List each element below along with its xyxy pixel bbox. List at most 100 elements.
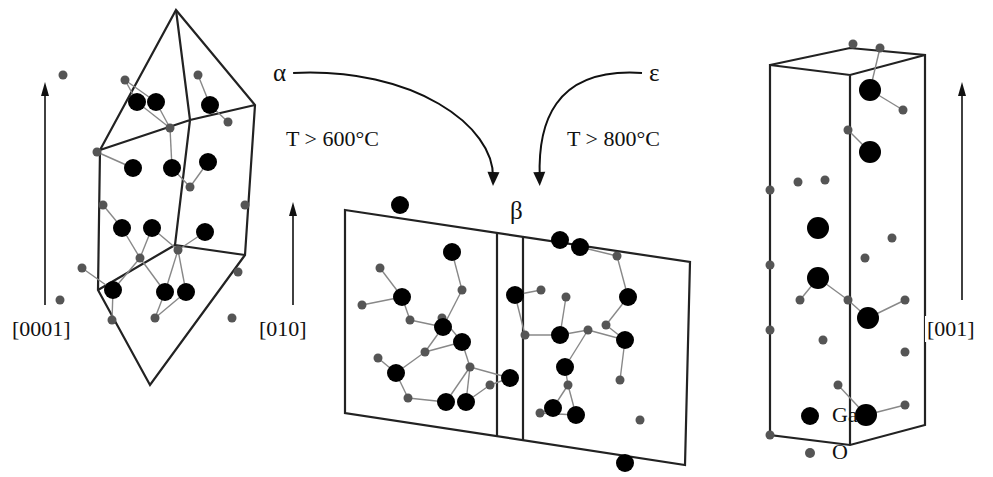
cell-outline [98, 10, 255, 385]
o-atom [636, 416, 645, 425]
o-atom [224, 118, 233, 127]
ga-atom [807, 267, 829, 289]
cell-edges [497, 233, 523, 441]
ga-atom [551, 326, 569, 344]
ga-atom [544, 399, 562, 417]
ga-atom [443, 243, 461, 261]
o-atom [899, 106, 908, 115]
axis-label: [0001] [10, 316, 73, 342]
o-atom [174, 246, 183, 255]
o-atom [819, 336, 828, 345]
o-atom [562, 293, 571, 302]
ga-atom [453, 333, 471, 351]
ga-atom [434, 318, 452, 336]
ga-atom [501, 369, 519, 387]
o-atom [536, 409, 545, 418]
o-atom [821, 176, 830, 185]
o-atom [537, 286, 546, 295]
o-atom [834, 381, 843, 390]
ga-atom [387, 364, 405, 382]
o-atom [228, 314, 237, 323]
o-atom [56, 296, 65, 305]
cell-outline [345, 210, 690, 465]
o-atom [376, 264, 385, 273]
beta-atoms [358, 196, 645, 472]
ga-atom [457, 393, 475, 411]
alpha-atoms [56, 71, 250, 325]
o-atom [234, 268, 243, 277]
ga-atom [199, 153, 217, 171]
alpha-cell [98, 10, 255, 385]
epsilon-cell [770, 48, 925, 445]
o-atom [93, 148, 102, 157]
arrow-head [958, 82, 966, 96]
ga-atom [177, 283, 195, 301]
axis-line [44, 92, 46, 305]
ga-atom [855, 404, 877, 426]
phase-label: ε [649, 58, 660, 88]
o-atom [421, 348, 430, 357]
axis-line [292, 212, 294, 305]
o-atom [584, 326, 593, 335]
o-atom [794, 178, 803, 187]
o-atom [358, 301, 367, 310]
phase-node: ε [646, 58, 663, 88]
o-atom [78, 264, 87, 273]
o-atom [121, 76, 130, 85]
axis-label: [010] [257, 316, 309, 342]
axis-label: [001] [925, 316, 977, 342]
o-atom [486, 381, 495, 390]
o-atom [194, 71, 203, 80]
epsilon-atoms [766, 40, 910, 440]
o-atom [844, 126, 853, 135]
edge-label: T > 600°C [284, 126, 381, 152]
ga-atom [196, 223, 214, 241]
o-atom [766, 261, 775, 270]
o-atom [564, 381, 573, 390]
o-atom [521, 331, 530, 340]
o-atom [766, 326, 775, 335]
ga-atom [156, 283, 174, 301]
edge-label: T > 800°C [565, 126, 662, 152]
ga-atom [104, 281, 122, 299]
ga-atom [859, 79, 881, 101]
o-atom [186, 183, 195, 192]
o-atom [466, 363, 475, 372]
o-atom [876, 44, 885, 53]
o-atom [849, 40, 858, 49]
o-atom [99, 201, 108, 210]
cell-edges [770, 55, 925, 445]
ga-atom [143, 219, 161, 237]
o-atom [374, 354, 383, 363]
arrow-head [289, 202, 297, 216]
cell-edges [98, 10, 255, 290]
ga-atom [859, 141, 881, 163]
o-atom [613, 252, 622, 261]
axis-arrows [41, 82, 966, 305]
ga-atom [201, 96, 219, 114]
o-atom [136, 254, 145, 263]
o-atom [901, 348, 910, 357]
o-atom [458, 286, 467, 295]
legend-text: O [832, 439, 848, 465]
o-atom [59, 71, 68, 80]
ga-atom [616, 454, 634, 472]
ga-atom [437, 393, 455, 411]
o-atom [796, 296, 805, 305]
ga-atom [857, 307, 879, 329]
o-atom [901, 296, 910, 305]
ga-atom [393, 288, 411, 306]
beta-cell [345, 210, 690, 465]
ga-atom [391, 196, 409, 214]
ga-atom [616, 331, 634, 349]
o-atom [108, 316, 117, 325]
legend-swatch [801, 407, 819, 425]
ga-atom [113, 219, 131, 237]
ga-atom [551, 231, 569, 249]
o-atom [901, 401, 910, 410]
ga-atom [619, 288, 637, 306]
ga-atom [128, 93, 146, 111]
arrow-head [41, 82, 49, 96]
ga-atom [124, 159, 142, 177]
o-atom [888, 234, 897, 243]
